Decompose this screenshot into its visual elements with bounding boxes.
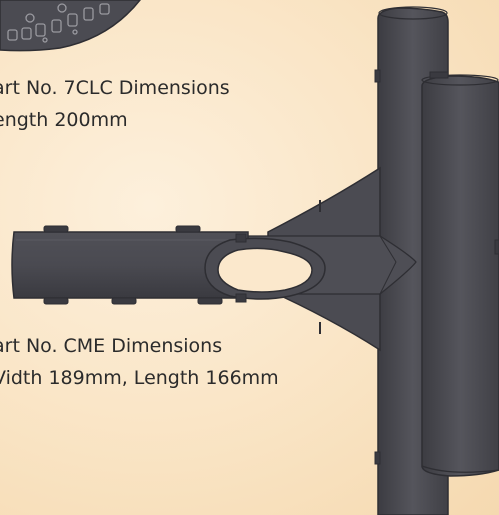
caption-7clc-title: art No. 7CLC Dimensions bbox=[0, 77, 230, 99]
oval-clamp-ring bbox=[204, 233, 326, 303]
vertical-tube-back bbox=[421, 71, 499, 477]
horizontal-tube-cme bbox=[11, 225, 249, 305]
caption-7clc-length: ength 200mm bbox=[0, 109, 128, 131]
caption-cme-dimensions: Vidth 189mm, Length 166mm bbox=[0, 367, 279, 389]
caption-part-cme: art No. CME Dimensions Vidth 189mm, Leng… bbox=[0, 330, 279, 394]
caption-cme-title: art No. CME Dimensions bbox=[0, 335, 223, 357]
caption-part-7clc: art No. 7CLC Dimensions ength 200mm bbox=[0, 72, 230, 136]
connector-7clc-fragment bbox=[0, 0, 141, 52]
tube-tabs bbox=[374, 69, 499, 465]
